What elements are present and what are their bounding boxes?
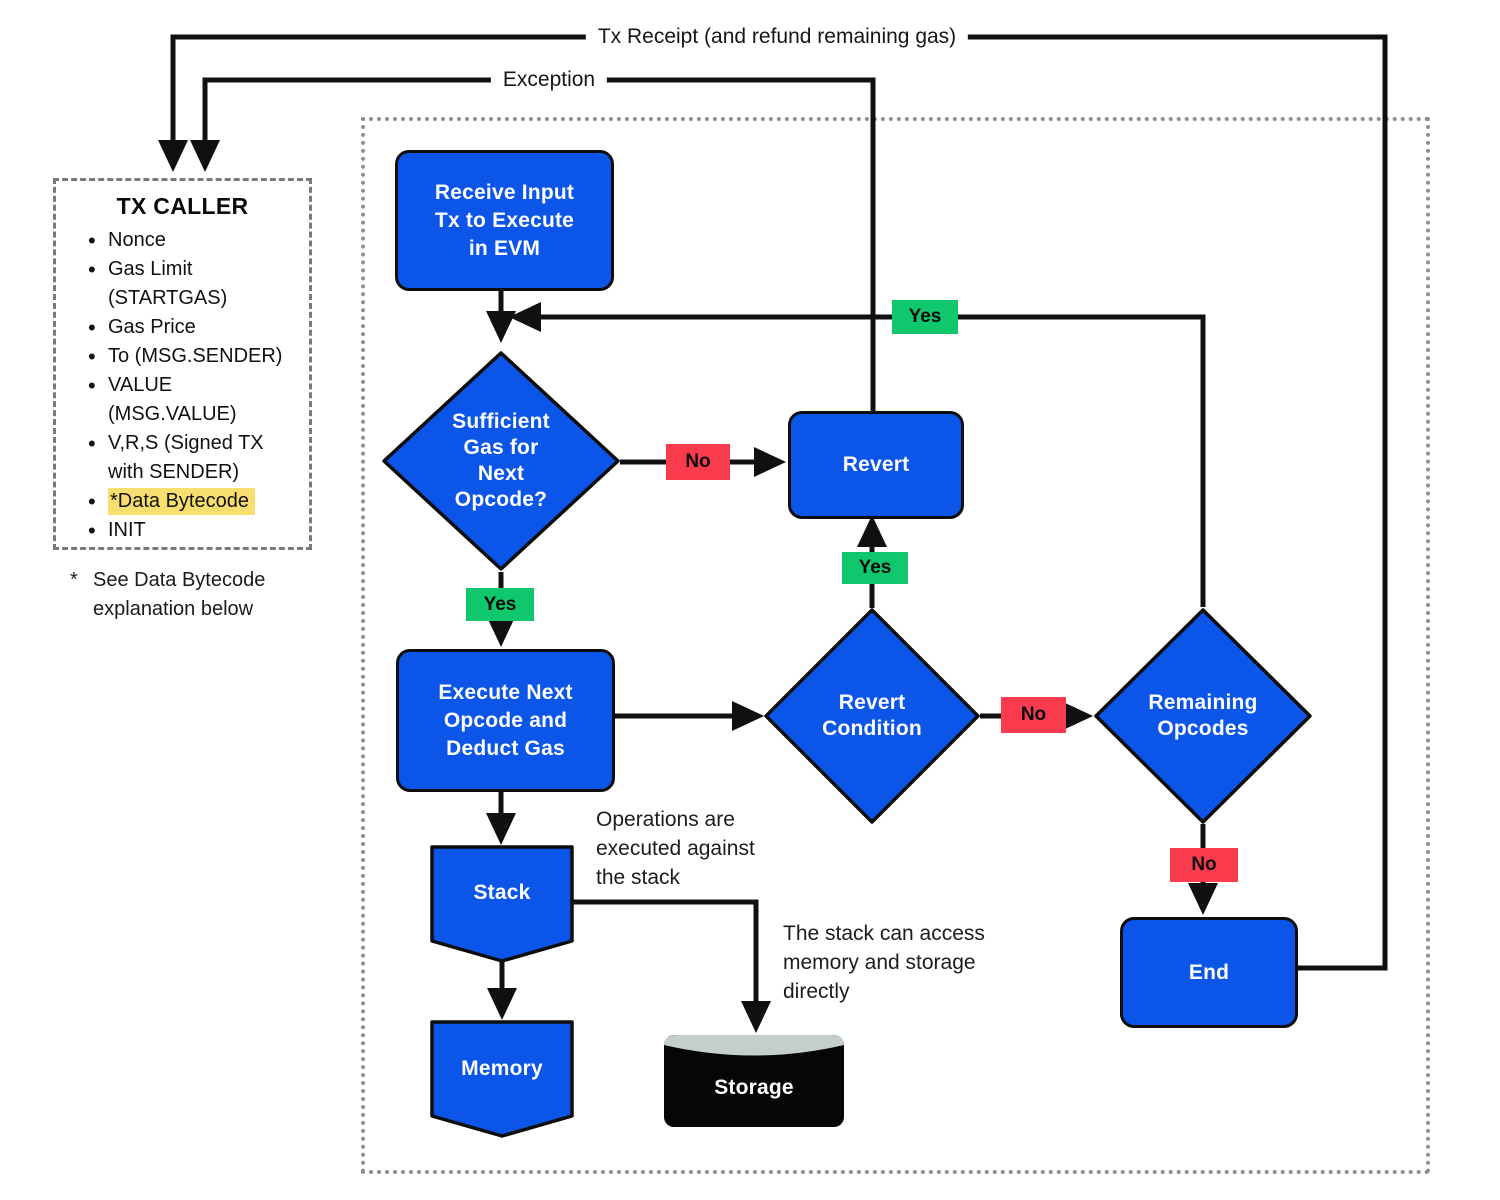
execute-opcode-node: Execute Next Opcode and Deduct Gas: [396, 649, 615, 792]
tx-caller-title: TX CALLER: [116, 193, 249, 219]
list-item-msg-value: (MSG.VALUE): [108, 403, 237, 425]
memory-label: Memory: [461, 1057, 543, 1080]
edge-remaining-yes-loop: [508, 302, 1206, 607]
receive-input-label: Receive Input Tx to Execute in EVM: [434, 180, 575, 260]
stack-access-annotation: The stack can access memory and storage …: [783, 922, 985, 1003]
remaining-opcodes-diamond: [1094, 608, 1312, 824]
end-node: End: [1120, 917, 1298, 1028]
gas-yes-chip: Yes: [466, 588, 534, 621]
revert-condition-no-chip: No: [1001, 697, 1066, 733]
list-item-value: VALUE: [88, 371, 309, 400]
execute-opcode-label: Execute Next Opcode and Deduct Gas: [438, 680, 573, 760]
list-item-gas-price: Gas Price: [88, 313, 309, 342]
tx-caller-list: Nonce Gas Limit (STARTGAS) Gas Price To …: [56, 226, 309, 545]
list-item-data-bytecode: *Data Bytecode: [88, 487, 309, 516]
edge-tx-receipt-return: [158, 34, 1388, 971]
footnote-asterisk: *: [70, 569, 78, 591]
stack-shape: [430, 845, 574, 963]
list-item-nonce: Nonce: [88, 226, 309, 255]
gas-no-chip: No: [666, 444, 730, 480]
remaining-opcodes-label: Remaining Opcodes: [1148, 691, 1258, 740]
list-item-with-sender: with SENDER): [108, 461, 240, 483]
storage-cylinder-top: [664, 1035, 844, 1056]
memory-shape: [430, 1020, 574, 1138]
footnote-text: See Data Bytecode explanation below: [93, 569, 266, 620]
list-item-startgas: (STARTGAS): [108, 287, 228, 309]
revert-condition-label: Revert Condition: [822, 691, 922, 740]
list-item-to: To (MSG.SENDER): [88, 342, 309, 371]
tx-caller-panel: TX CALLER Nonce Gas Limit (STARTGAS) Gas…: [53, 178, 312, 550]
remaining-no-chip: No: [1170, 848, 1238, 882]
sufficient-gas-diamond: [382, 351, 620, 571]
receive-input-node: Receive Input Tx to Execute in EVM: [395, 150, 614, 291]
end-label: End: [1188, 960, 1230, 984]
list-item-vrs: V,R,S (Signed TX: [88, 429, 309, 458]
list-item-init: INIT: [88, 516, 309, 545]
tx-receipt-label: Tx Receipt (and refund remaining gas): [585, 23, 969, 51]
sufficient-gas-label: Sufficient Gas for Next Opcode?: [452, 410, 550, 511]
list-item-gas-limit: Gas Limit: [88, 255, 309, 284]
revert-node: Revert: [788, 411, 964, 519]
edge-stack-to-storage: [572, 899, 771, 1034]
revert-yes-chip: Yes: [842, 552, 908, 584]
storage-label: Storage: [714, 1076, 794, 1099]
revert-label: Revert: [842, 453, 910, 476]
remaining-yes-chip: Yes: [892, 300, 958, 334]
exception-label: Exception: [490, 66, 608, 94]
evm-boundary-dotted-border: [361, 117, 1430, 1174]
storage-cylinder-body: [664, 1035, 844, 1127]
stack-label: Stack: [473, 881, 531, 904]
revert-condition-diamond: [764, 608, 980, 824]
operations-annotation: Operations are executed against the stac…: [596, 808, 755, 889]
